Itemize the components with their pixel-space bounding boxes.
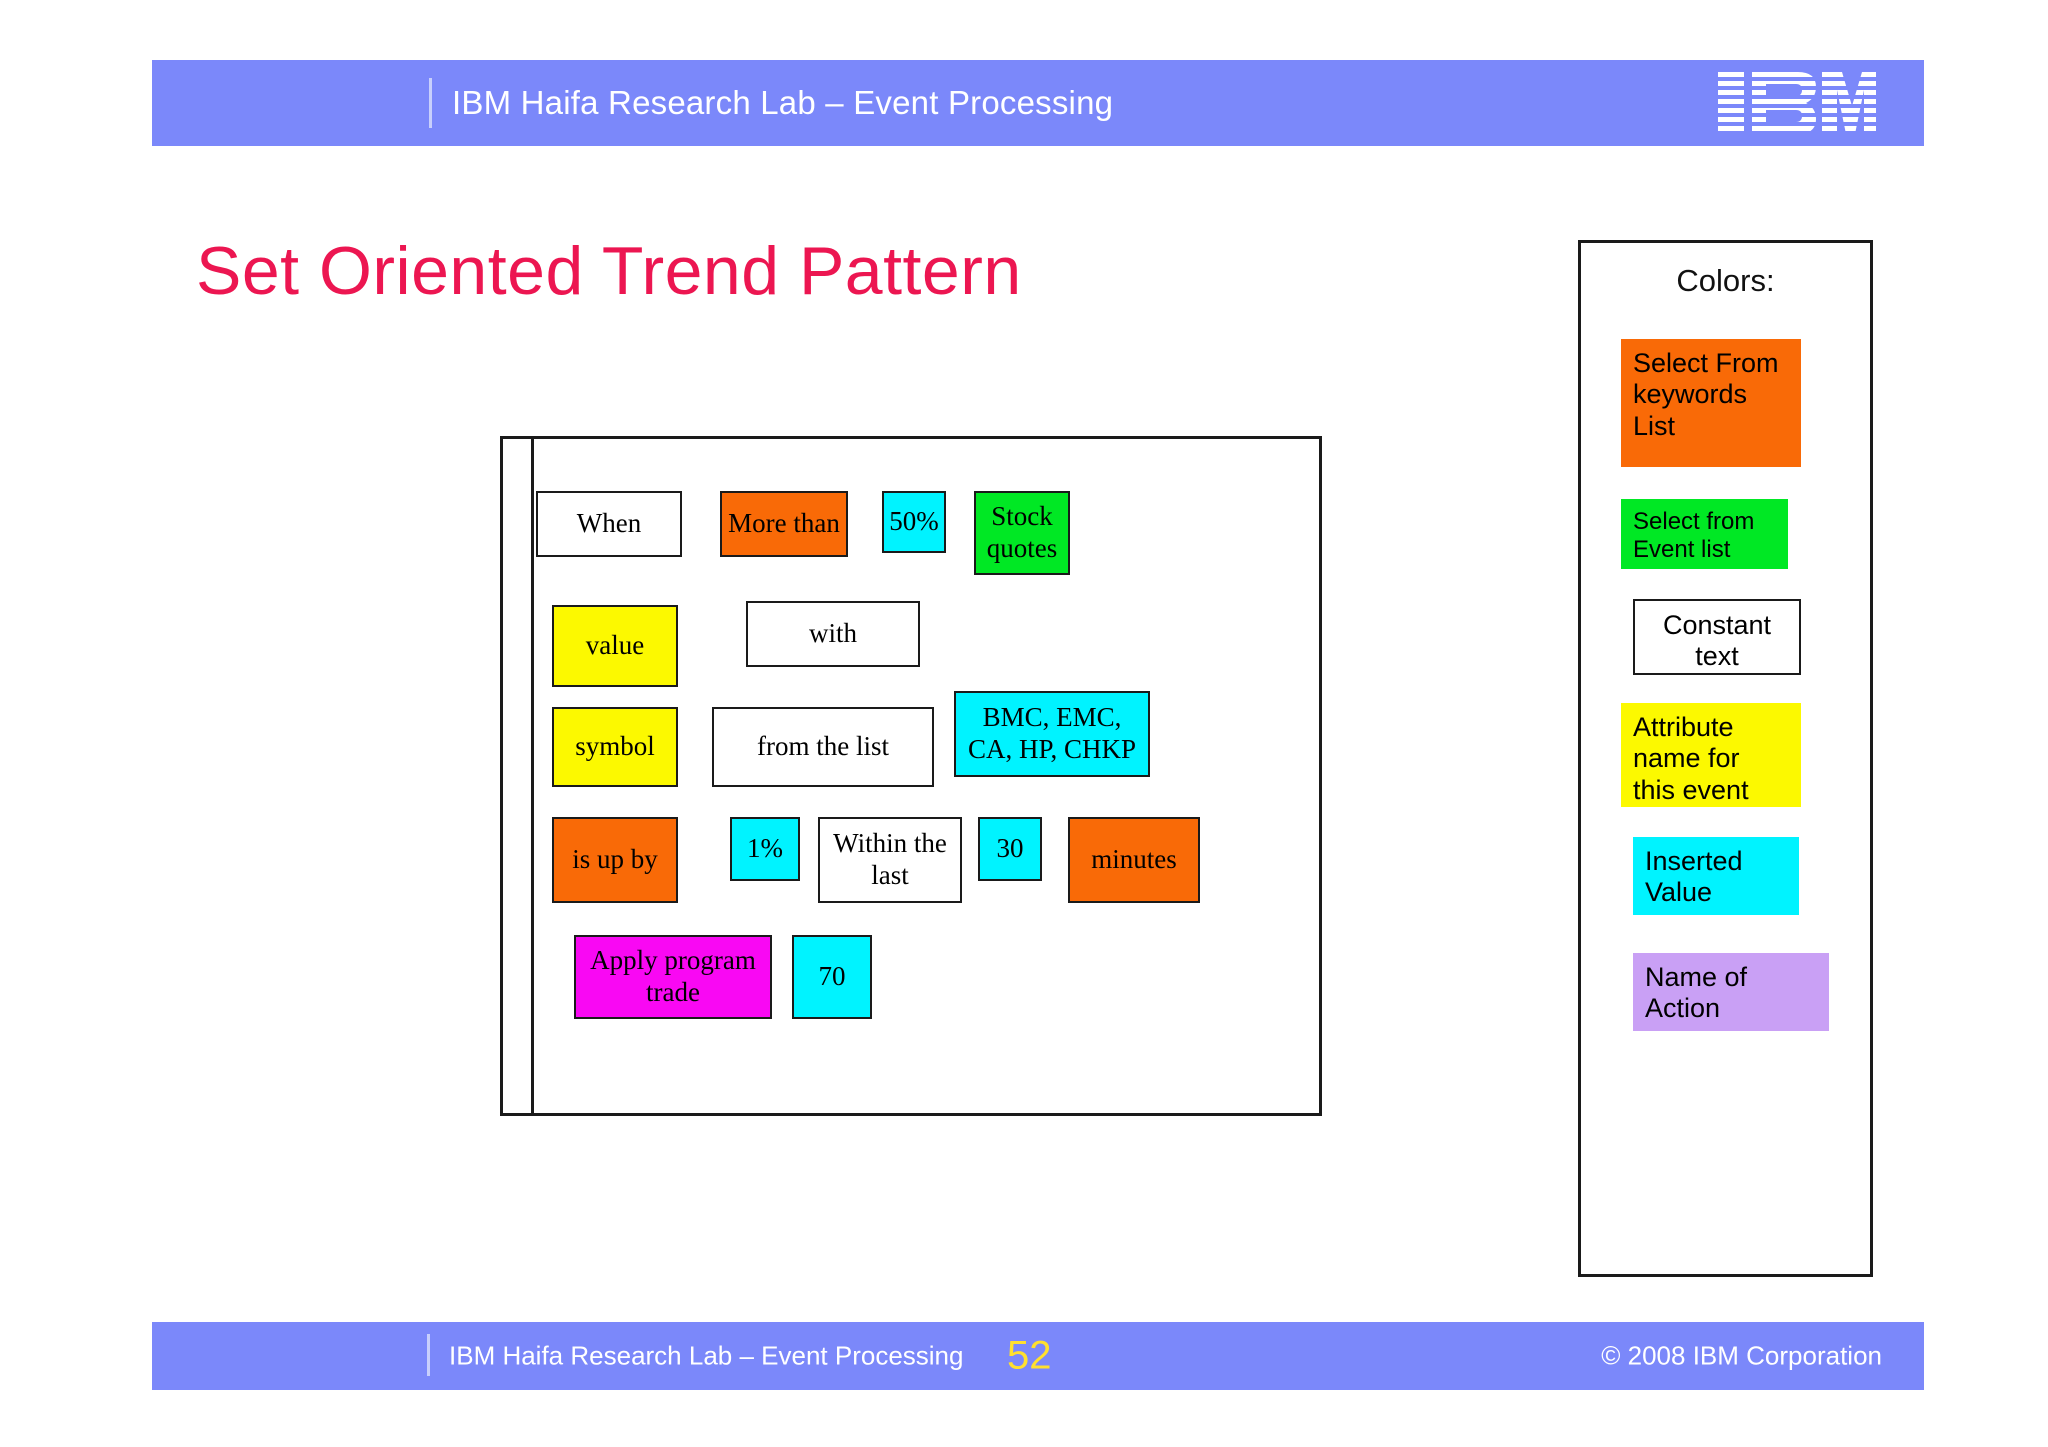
header-banner: IBM Haifa Research Lab – Event Processin… [152, 60, 1924, 146]
footer-copyright: © 2008 IBM Corporation [1601, 1340, 1882, 1371]
diagram-box-with[interactable]: with [746, 601, 920, 667]
footer-title: IBM Haifa Research Lab – Event Processin… [449, 1340, 964, 1371]
diagram-body: When More than 50% Stock quotes value wi… [534, 439, 1319, 1113]
footer-banner: IBM Haifa Research Lab – Event Processin… [152, 1322, 1924, 1390]
diagram-box-apply-program-trade[interactable]: Apply program trade [574, 935, 772, 1019]
diagram-box-more-than[interactable]: More than [720, 491, 848, 557]
diagram-box-50-percent[interactable]: 50% [882, 491, 946, 553]
legend-item-inserted-value[interactable]: Inserted Value [1633, 837, 1799, 915]
legend-item-name-of-action[interactable]: Name of Action [1633, 953, 1829, 1031]
legend-item-constant-text[interactable]: Constant text [1633, 599, 1801, 675]
diagram-box-from-the-list[interactable]: from the list [712, 707, 934, 787]
diagram-box-stock-quotes[interactable]: Stock quotes [974, 491, 1070, 575]
legend-item-attribute-name[interactable]: Attribute name for this event [1621, 703, 1801, 807]
colors-legend-panel: Colors: Select From keywords List Select… [1578, 240, 1873, 1277]
page-title: Set Oriented Trend Pattern [196, 233, 1022, 309]
diagram-box-when[interactable]: When [536, 491, 682, 557]
header-title: IBM Haifa Research Lab – Event Processin… [452, 84, 1114, 121]
diagram-box-minutes[interactable]: minutes [1068, 817, 1200, 903]
diagram-box-is-up-by[interactable]: is up by [552, 817, 678, 903]
diagram-left-spine [531, 439, 534, 1113]
legend-item-select-from-keywords-list[interactable]: Select From keywords List [1621, 339, 1801, 467]
diagram-box-value[interactable]: value [552, 605, 678, 687]
footer-page-number: 52 [1007, 1333, 1052, 1378]
diagram-box-symbol[interactable]: symbol [552, 707, 678, 787]
diagram-box-30[interactable]: 30 [978, 817, 1042, 881]
legend-item-select-from-event-list[interactable]: Select from Event list [1621, 499, 1788, 569]
diagram-box-symbol-list[interactable]: BMC, EMC, CA, HP, CHKP [954, 691, 1150, 777]
diagram-box-70[interactable]: 70 [792, 935, 872, 1019]
ibm-logo-icon [1718, 72, 1876, 131]
footer-divider [427, 1334, 430, 1376]
diagram-box-within-the-last[interactable]: Within the last [818, 817, 962, 903]
header-divider [429, 78, 432, 128]
pattern-diagram-frame: When More than 50% Stock quotes value wi… [500, 436, 1322, 1116]
legend-heading: Colors: [1676, 263, 1775, 298]
diagram-box-1-percent[interactable]: 1% [730, 817, 800, 881]
